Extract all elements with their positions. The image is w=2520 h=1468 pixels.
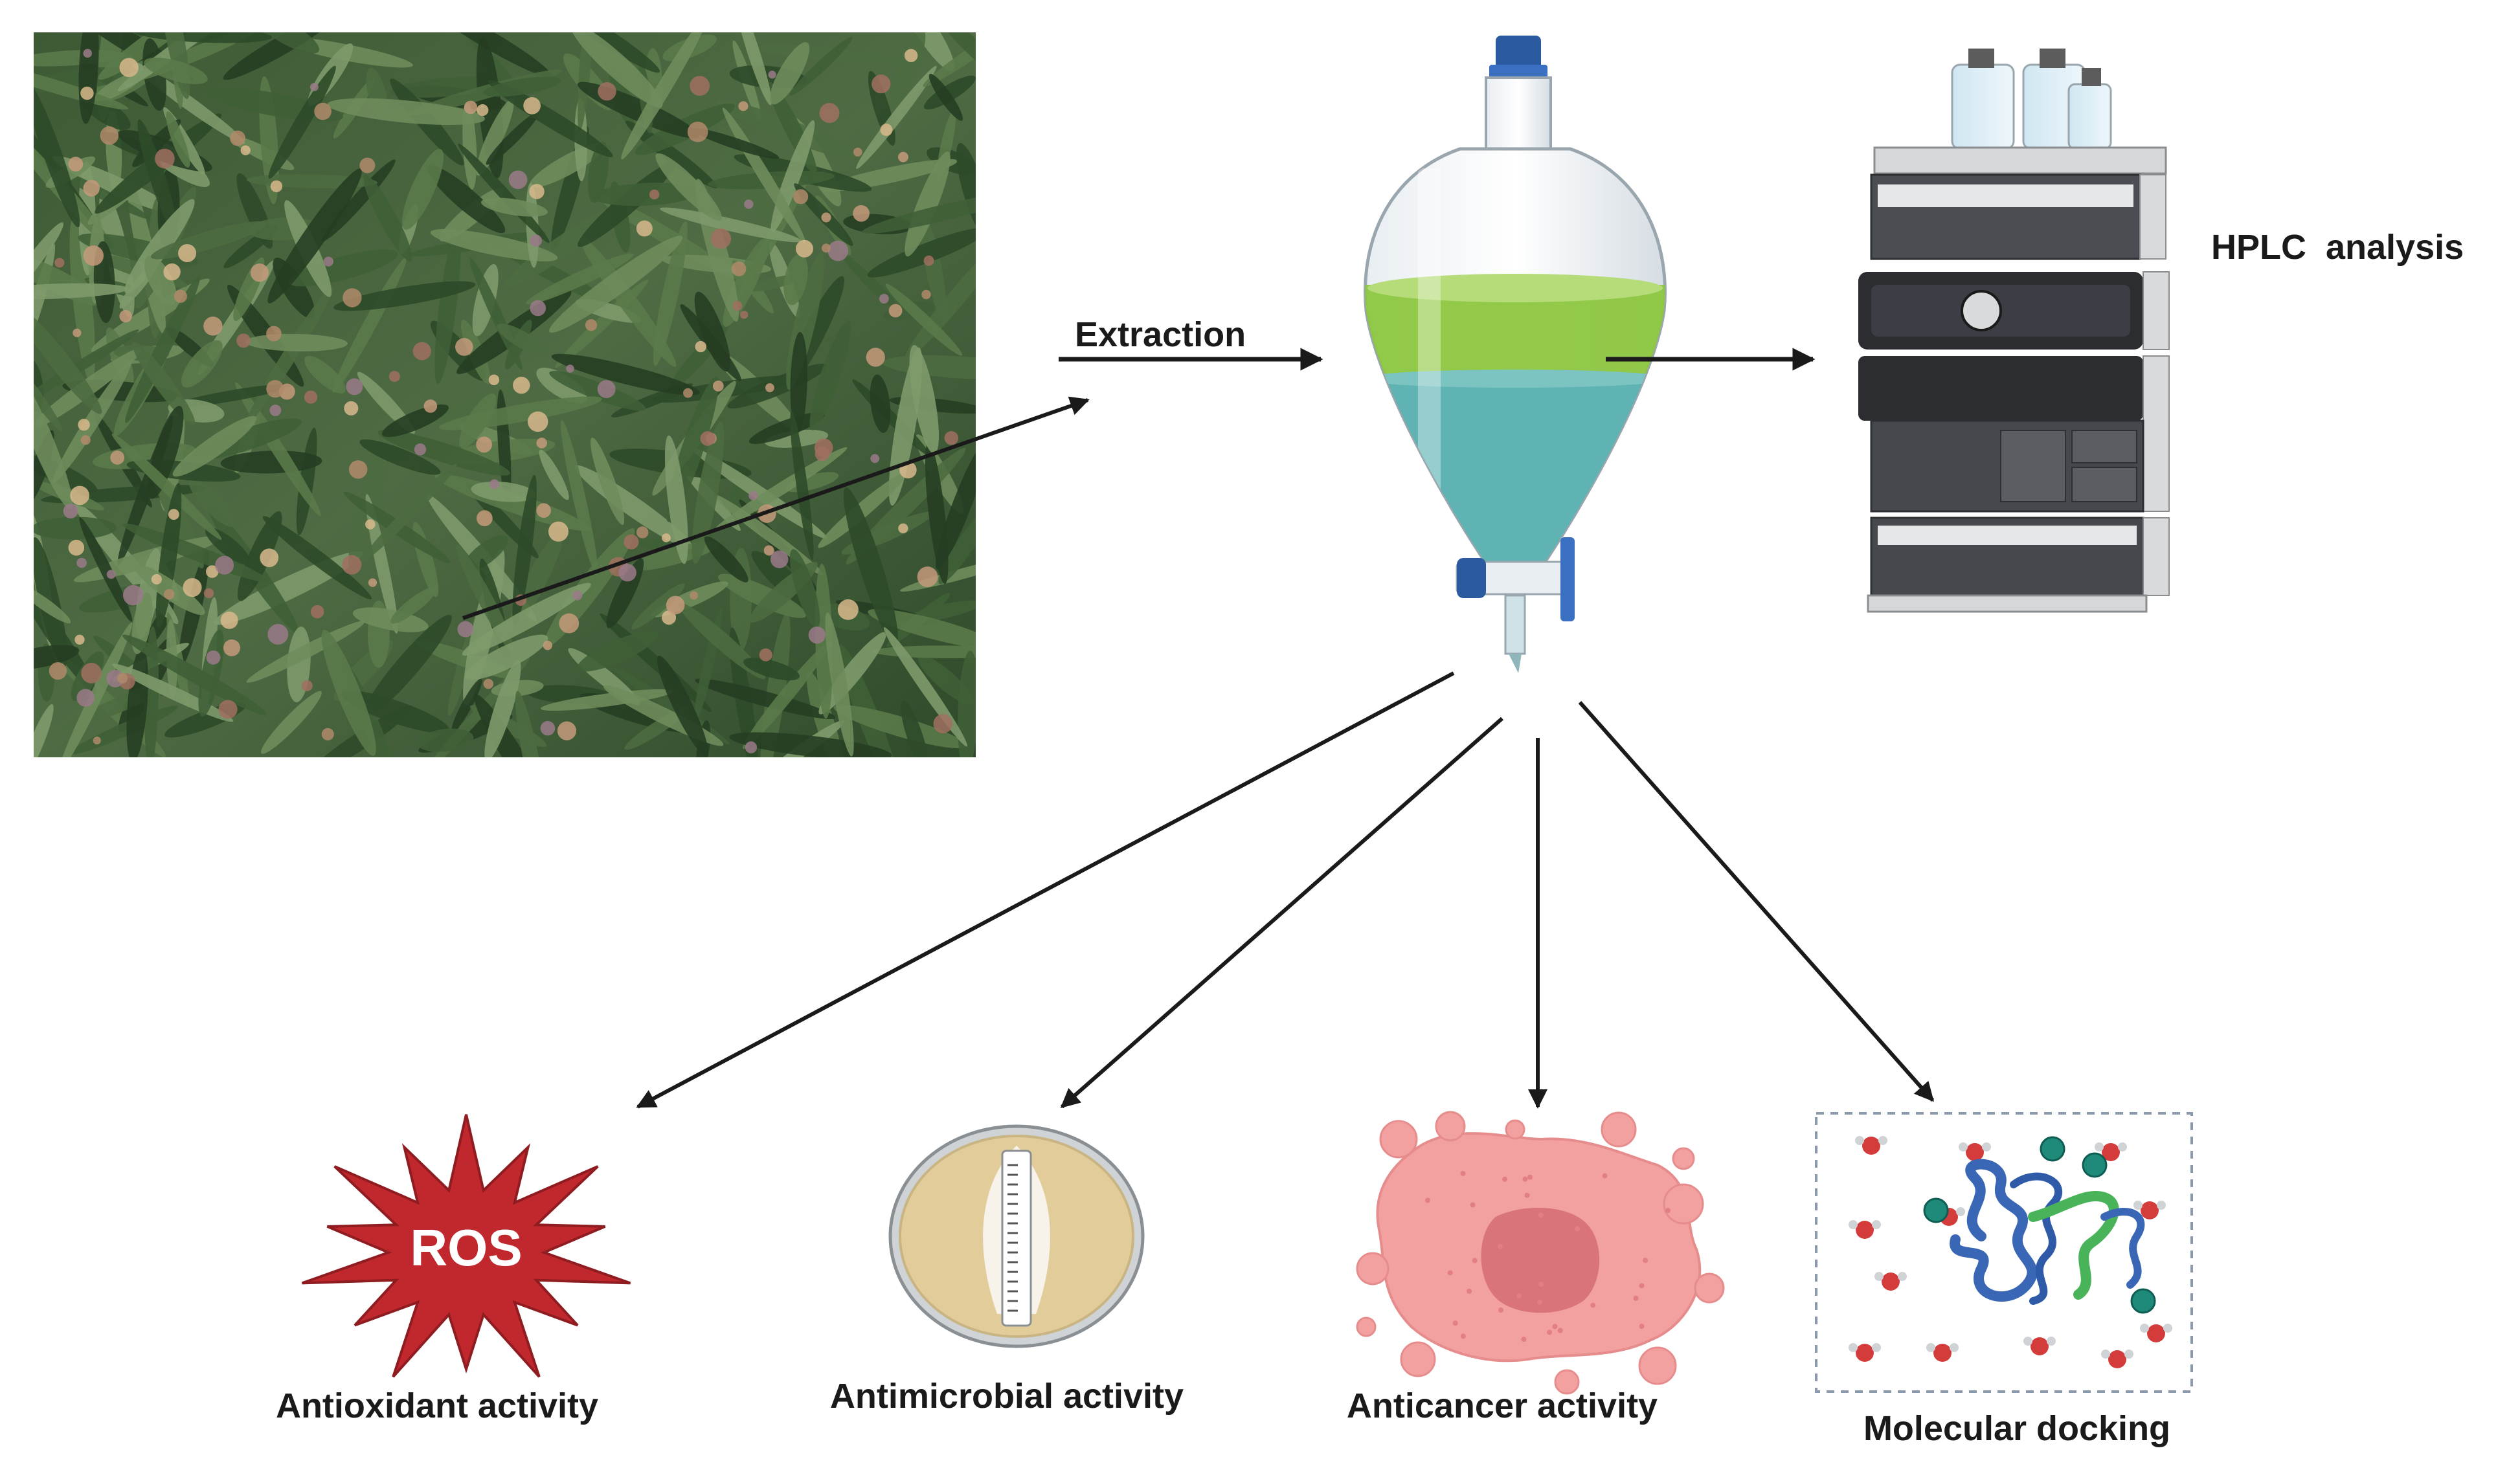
flower-pointer-arrow xyxy=(462,396,1090,620)
ros-star-icon: ROS xyxy=(301,1114,631,1378)
cancer-cell-icon xyxy=(1356,1111,1725,1395)
extraction-label: Extraction xyxy=(1075,315,1246,354)
protein-structure xyxy=(1950,1159,2145,1305)
plant-photo xyxy=(34,32,976,757)
arrow-antioxidant xyxy=(636,671,1455,1109)
label-docking: Molecular docking xyxy=(1863,1409,2170,1448)
ros-label: ROS xyxy=(410,1219,522,1276)
hplc-label: HPLC analysis xyxy=(2211,228,2464,267)
label-antimicrobial: Antimicrobial activity xyxy=(830,1377,1184,1416)
label-anticancer: Anticancer activity xyxy=(1347,1386,1658,1425)
hplc-machine-icon xyxy=(1858,49,2170,613)
separatory-funnel-icon xyxy=(1364,36,1667,673)
arrow-docking xyxy=(1578,701,1935,1102)
docking-box-icon xyxy=(1815,1112,2193,1393)
arrow-antimicrobial xyxy=(1060,717,1503,1109)
petri-dish-icon xyxy=(888,1124,1145,1348)
label-antioxidant: Antioxidant activity xyxy=(276,1386,598,1425)
